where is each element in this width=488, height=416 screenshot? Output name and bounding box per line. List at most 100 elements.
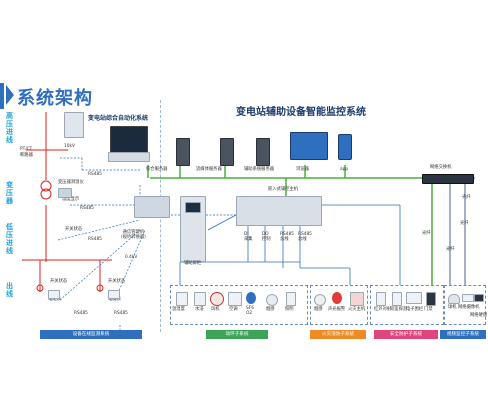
app-label: app xyxy=(340,167,349,172)
host-port-di: DI 采集 xyxy=(244,232,253,242)
alarm-icon xyxy=(332,292,342,304)
comm-manager-label: 通信管理机 (规约转换器) xyxy=(121,230,146,240)
aux-screen-display xyxy=(185,202,201,213)
lighting-icon xyxy=(286,292,296,306)
integrated-pc-base xyxy=(108,152,150,162)
security-device-label-1: 红外对射 xyxy=(374,307,392,312)
video-device-label-1: 球机 xyxy=(448,305,457,310)
temp-display-label: 温度显示 xyxy=(62,197,80,202)
stream-server-tower xyxy=(220,138,234,166)
fire-smoke-icon xyxy=(314,294,326,306)
stream-server-label: 流媒体服务器 xyxy=(196,167,222,172)
rs485-label-5: RS485 xyxy=(114,311,128,316)
switch-status-label-2: 开关状态 xyxy=(50,279,68,284)
security-device-label-2: 双鉴探测 xyxy=(390,307,408,312)
embedded-host-device xyxy=(236,196,322,226)
temp-meter-device xyxy=(58,188,72,198)
ptct-label: PT/CT xyxy=(20,147,33,152)
lv-meter-device-1 xyxy=(48,290,60,299)
fire-device-label-1: 烟感 xyxy=(314,307,323,312)
optical-label-4: 光纤 xyxy=(462,195,471,200)
access-control-icon xyxy=(426,292,436,306)
video-device-group xyxy=(444,285,486,325)
network-switch xyxy=(422,174,474,184)
env-device-label-7: 照明 xyxy=(285,307,294,312)
header-arrow-icon xyxy=(6,85,14,105)
water-leak-sensor xyxy=(194,292,206,306)
left-label-transformer: 变压器 xyxy=(6,181,13,205)
switch-label: 网络交换机 xyxy=(430,165,452,170)
browser-monitor xyxy=(290,132,328,160)
security-subsystem-bar: 安全防护子系统 xyxy=(374,330,438,339)
transformer-temp-label: 变压器测温仪 xyxy=(58,180,84,185)
rs485-label-1: RS485 xyxy=(88,172,102,177)
host-port-rs485-1: RS485 总线 xyxy=(280,232,294,242)
left-label-hv-in: 高压进线 xyxy=(6,112,13,144)
dome-camera-icon xyxy=(448,294,460,304)
video-device-label-2: 网络摄像机 xyxy=(458,305,480,310)
voltage-04kv-label: 0.4kV xyxy=(125,255,138,260)
env-device-label-2: 水浸 xyxy=(195,307,204,312)
rs485-label-3: RS485 xyxy=(88,237,102,242)
network-camera-icon xyxy=(462,294,474,302)
aux-screen-label: 辅助屏柜 xyxy=(184,261,202,266)
aux-server-label: 辅助系统服务器 xyxy=(244,167,275,172)
fan-icon xyxy=(210,292,224,306)
integrated-server-tower xyxy=(176,138,190,166)
page-title: 系统架构 xyxy=(17,88,93,109)
security-device-label-3: 电子围栏 xyxy=(406,307,424,312)
temp-humidity-sensor xyxy=(176,292,188,306)
security-device-label-4: 门禁 xyxy=(424,307,433,312)
video-device-label-3: 网络硬盘 xyxy=(470,313,488,318)
rs485-label-4: RS485 xyxy=(74,311,88,316)
electric-fence-icon xyxy=(406,292,422,304)
air-conditioner-icon xyxy=(228,292,242,306)
diagram-title: 变电站辅助设备智能监控系统 xyxy=(236,107,366,118)
header-accent xyxy=(0,83,4,109)
env-subsystem-bar: 动环子系统 xyxy=(206,330,268,339)
fire-device-group xyxy=(310,285,368,325)
security-device-group xyxy=(370,285,444,325)
left-label-lv-in: 低压进线 xyxy=(6,223,13,255)
env-device-label-3: 风机 xyxy=(211,307,220,312)
embedded-host-label: 嵌入式辅控主机 xyxy=(268,187,299,192)
fire-subsystem-bar: 火灾消防子系统 xyxy=(310,330,366,339)
smoke-sensor-icon xyxy=(266,294,278,306)
env-device-label-1: 温湿度 xyxy=(172,307,185,312)
infrared-icon xyxy=(376,292,386,306)
host-port-do: DO 控制 xyxy=(262,232,271,242)
meter-label-1: 电能表 xyxy=(48,297,61,302)
voltage-10kv-label: 10kV xyxy=(64,144,75,149)
comm-manager-device xyxy=(134,196,170,218)
switch-status-label-1: 开关状态 xyxy=(65,227,83,232)
integrated-server-label: 综合服务器 xyxy=(146,167,168,172)
online-monitoring-bar: 设备在线监测系统 xyxy=(40,330,142,339)
fire-device-label-2: 声光报警 xyxy=(328,307,346,312)
env-device-label-4: 空调 xyxy=(229,307,238,312)
optical-label-2: 光纤 xyxy=(446,247,455,252)
fire-host-icon xyxy=(350,292,364,306)
env-device-label-6: 烟感 xyxy=(266,307,275,312)
meter-label-2: 电能表 xyxy=(108,297,121,302)
lv-meter-device-2 xyxy=(108,290,120,299)
integrated-monitor xyxy=(110,126,148,154)
breaker-small-label: 断路器 xyxy=(20,153,33,158)
rs485-label-2: RS485 xyxy=(80,206,94,211)
sf6-sensor-icon xyxy=(246,292,256,304)
env-device-label-5: SF6 O2 xyxy=(246,306,254,316)
optical-label-3: 光纤 xyxy=(460,221,469,226)
aux-server-tower xyxy=(256,138,270,166)
env-device-group xyxy=(170,285,308,325)
video-subsystem-bar: 视频监控子系统 xyxy=(440,330,486,339)
phone-device xyxy=(338,134,352,160)
hv-cabinet xyxy=(64,112,84,138)
switch-status-label-3: 开关状态 xyxy=(108,279,126,284)
fire-device-label-3: 火灾主机 xyxy=(348,307,366,312)
dual-detector-icon xyxy=(392,292,402,306)
left-system-title: 变电站综合自动化系统 xyxy=(88,115,149,122)
host-port-rs485-2: RS485 总线 xyxy=(298,232,312,242)
left-label-outgoing: 出线 xyxy=(6,282,13,298)
browser-label: 浏览器 xyxy=(296,167,309,172)
nvr-icon xyxy=(474,294,484,302)
